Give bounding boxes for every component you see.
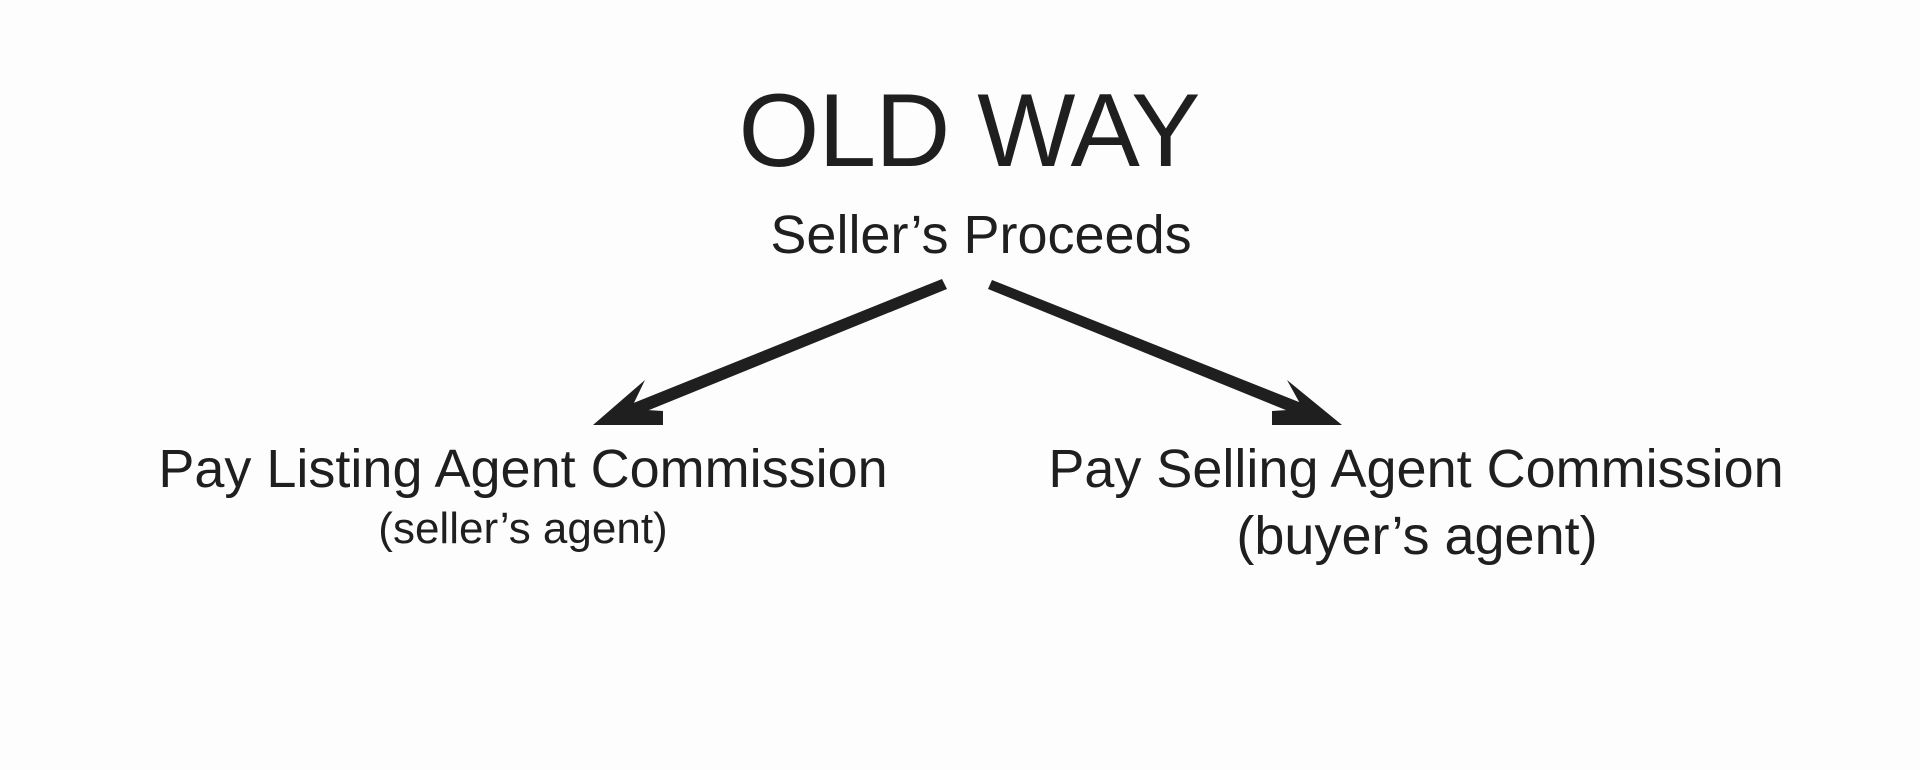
branch-listing-agent-sublabel: (seller’s agent) [378,504,668,553]
branch-selling-agent-label: Pay Selling Agent Commission [1048,439,1784,499]
branch-listing-agent-label: Pay Listing Agent Commission [158,439,888,499]
root-node-label: Seller’s Proceeds [770,205,1192,265]
arrow-down-right-icon [988,280,1342,425]
branch-selling-agent-sublabel: (buyer’s agent) [1236,506,1598,566]
diagram-title: OLD WAY [738,73,1200,189]
arrow-down-left-icon [593,279,947,425]
